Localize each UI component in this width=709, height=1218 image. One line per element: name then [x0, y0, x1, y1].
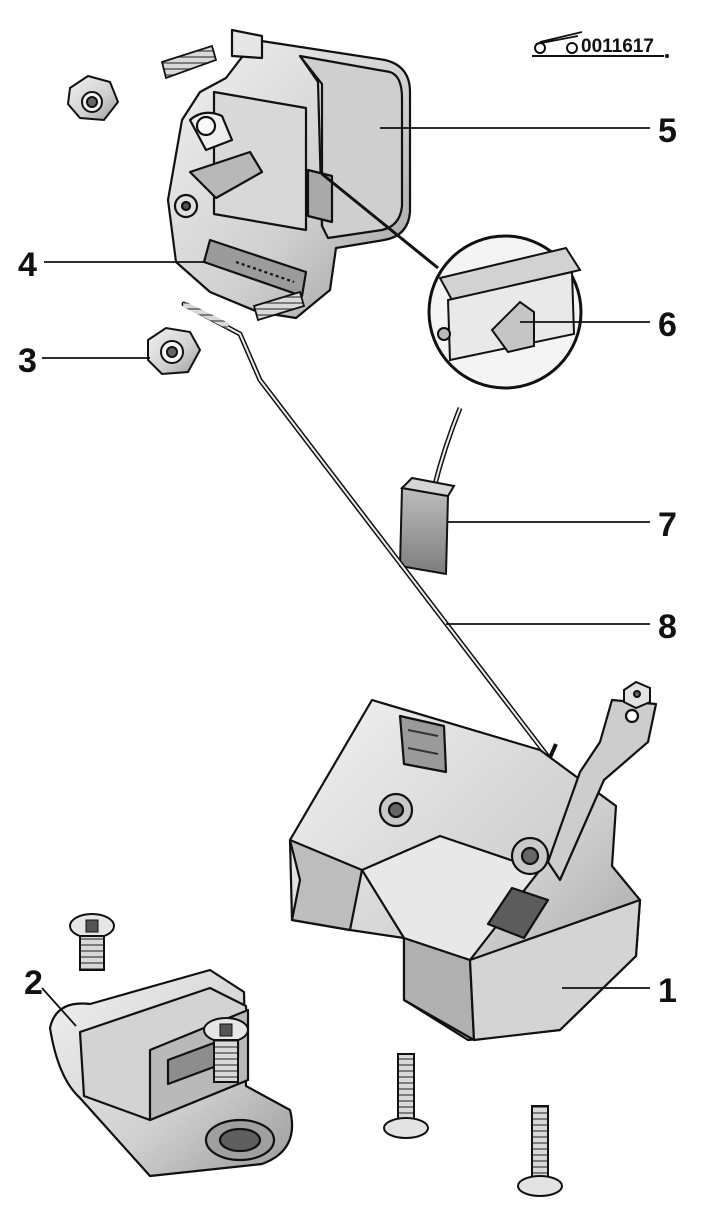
- callout-2: 2: [24, 964, 43, 1002]
- detail-magnifier: [321, 172, 583, 390]
- control-rod: [181, 301, 558, 765]
- callout-6: 6: [658, 306, 677, 344]
- actuator-housing: [166, 28, 412, 320]
- housing-stud-lower: [252, 290, 306, 322]
- nut: [147, 326, 202, 376]
- callout-3: 3: [18, 342, 37, 380]
- wire-connector: [398, 407, 463, 576]
- bottom-bolt-left: [383, 1053, 429, 1139]
- upper-nut: [66, 74, 120, 122]
- callout-8: 8: [658, 608, 677, 646]
- housing-stud: [160, 44, 218, 80]
- reference-mark: 0011617: [532, 31, 669, 58]
- callout-4: 4: [18, 246, 37, 284]
- reference-icon: [534, 31, 583, 54]
- upper-left-screw: [69, 913, 115, 971]
- callout-1: 1: [658, 972, 677, 1010]
- striker-screw: [203, 1017, 249, 1083]
- leader-lines: [41, 127, 650, 1027]
- callout-7: 7: [658, 506, 677, 544]
- striker-plate: [48, 968, 294, 1178]
- callout-5: 5: [658, 112, 677, 150]
- leader-2: [41, 987, 77, 1027]
- bottom-bolt-right: [517, 1105, 563, 1197]
- reference-code: 0011617: [581, 36, 654, 57]
- small-cap-nut: [623, 680, 651, 710]
- lock-body: [288, 698, 658, 1042]
